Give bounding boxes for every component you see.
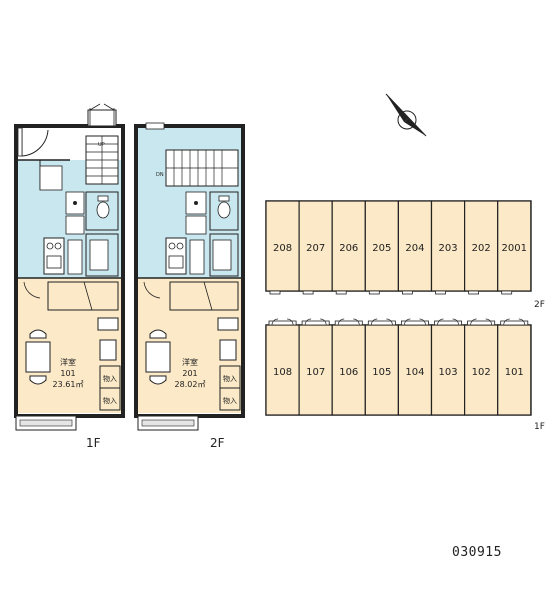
floor1-unit-door-swing: [304, 318, 327, 326]
plan-2f-kitchen: [165, 237, 187, 275]
plan-2f-room-label: 洋室: [182, 357, 198, 367]
floor1-unit-door-swing: [337, 318, 360, 326]
floor1-unit-number: 107: [306, 367, 325, 378]
floor1-unit-cell: [298, 324, 333, 416]
plan-2f-desk: [145, 341, 171, 373]
plan-1f-floor-label: 1F: [86, 436, 101, 450]
building-floor1-label: 1F: [534, 422, 545, 432]
plan-1f-bath: [67, 233, 119, 277]
floor1-unit-door-mark: [301, 320, 330, 326]
building-floor2-label: 2F: [534, 300, 545, 310]
floor2-unit-cell: [397, 200, 433, 292]
floor2-unit-door-mark: [335, 290, 347, 295]
plan-2f-storage-2-label: 物入: [223, 396, 237, 405]
floor1-unit-number: 105: [372, 367, 391, 378]
floor1-unit-door-swing: [370, 318, 393, 326]
floor2-unit-door-mark: [269, 290, 281, 295]
plan-2f-toilet: [209, 191, 239, 231]
plan-2f-room-number: 201: [182, 369, 197, 378]
plan-1f-room-number: 101: [60, 369, 75, 378]
floor1-unit-number: 102: [472, 367, 491, 378]
building-floor2-row: 208 207 206 205 204 203 202 2001: [265, 200, 532, 295]
plan-1f: UP: [14, 103, 125, 431]
plan-2f-floor-label: 2F: [210, 436, 225, 450]
floor2-unit-door-mark: [468, 290, 480, 295]
floor1-unit-door-swing: [271, 318, 294, 326]
floor1-unit-number: 104: [405, 367, 424, 378]
floor2-unit-cell: [331, 200, 366, 292]
floor2-unit-number: 202: [472, 243, 491, 254]
floor2-unit-number: 204: [405, 243, 424, 254]
floor1-unit-door-mark: [367, 320, 396, 326]
floor2-unit-cell: [298, 200, 333, 292]
floor1-unit-door-mark: [268, 320, 297, 326]
floor2-unit-cell: [265, 200, 300, 292]
floor1-unit-door-swing: [437, 318, 459, 326]
floor1-unit-door-mark: [400, 320, 429, 326]
floor1-unit-number: 103: [439, 367, 458, 378]
floor2-unit-cell: [364, 200, 399, 292]
floor1-unit-door-swing: [470, 318, 493, 326]
floor2-unit-number: 208: [273, 243, 292, 254]
floor1-unit-number: 106: [339, 367, 358, 378]
plan-1f-stair-up-label: UP: [98, 142, 105, 148]
plan-2f-stairs: DN: [156, 149, 239, 187]
plan-2f-bath: [189, 233, 239, 277]
floor1-unit-number: 101: [505, 367, 524, 378]
floor2-unit-door-mark: [302, 290, 314, 295]
building-floor1-row: 108 107 106 105 104 103 102 101: [265, 318, 532, 416]
floor1-unit-cell: [397, 324, 433, 416]
property-code: 030915: [452, 545, 502, 560]
north-arrow-icon: [385, 93, 427, 137]
floor1-unit-door-swing: [404, 318, 426, 326]
floor1-unit-door-swing: [503, 318, 526, 326]
floor2-unit-door-mark: [501, 290, 513, 295]
plan-1f-top-balcony: [87, 109, 117, 127]
plan-1f-room-area: 23.61㎡: [53, 380, 84, 389]
plan-1f-storage-1-label: 物入: [103, 374, 117, 383]
floor1-unit-door-mark: [467, 320, 496, 326]
floor2-unit-number: 206: [339, 243, 358, 254]
plan-2f: DN 物入 物: [134, 122, 245, 431]
plan-2f-storage-2: [219, 387, 241, 411]
floor2-unit-door-mark: [435, 290, 446, 295]
plan-1f-storage-2: [99, 387, 121, 411]
plan-1f-storage-2-label: 物入: [103, 396, 117, 405]
plan-1f-toilet: [85, 191, 119, 231]
plan-1f-desk: [25, 341, 51, 373]
floor2-unit-number: 203: [439, 243, 458, 254]
plan-1f-room-label: 洋室: [60, 357, 76, 367]
floor1-unit-door-mark: [500, 320, 529, 326]
floor2-unit-number: 2001: [502, 243, 527, 254]
floor1-unit-number: 108: [273, 367, 292, 378]
plan-2f-stair-down-label: DN: [156, 172, 164, 178]
floor1-unit-door-mark: [434, 320, 463, 326]
floor1-unit-door-mark: [334, 320, 363, 326]
floor1-unit-cell: [265, 324, 300, 416]
plan-2f-room-area: 28.02㎡: [175, 380, 206, 389]
plan-1f-kitchen: [43, 237, 65, 275]
floor2-unit-door-mark: [401, 290, 413, 295]
floor2-unit-cell: [497, 200, 532, 292]
floor2-unit-door-mark: [368, 290, 380, 295]
plan-1f-stairs: UP: [85, 135, 119, 185]
floor1-unit-cell: [430, 324, 466, 416]
floor2-unit-number: 205: [372, 243, 391, 254]
plan-2f-storage-1-label: 物入: [223, 374, 237, 383]
floor2-unit-number: 207: [306, 243, 325, 254]
floor2-unit-cell: [464, 200, 499, 292]
